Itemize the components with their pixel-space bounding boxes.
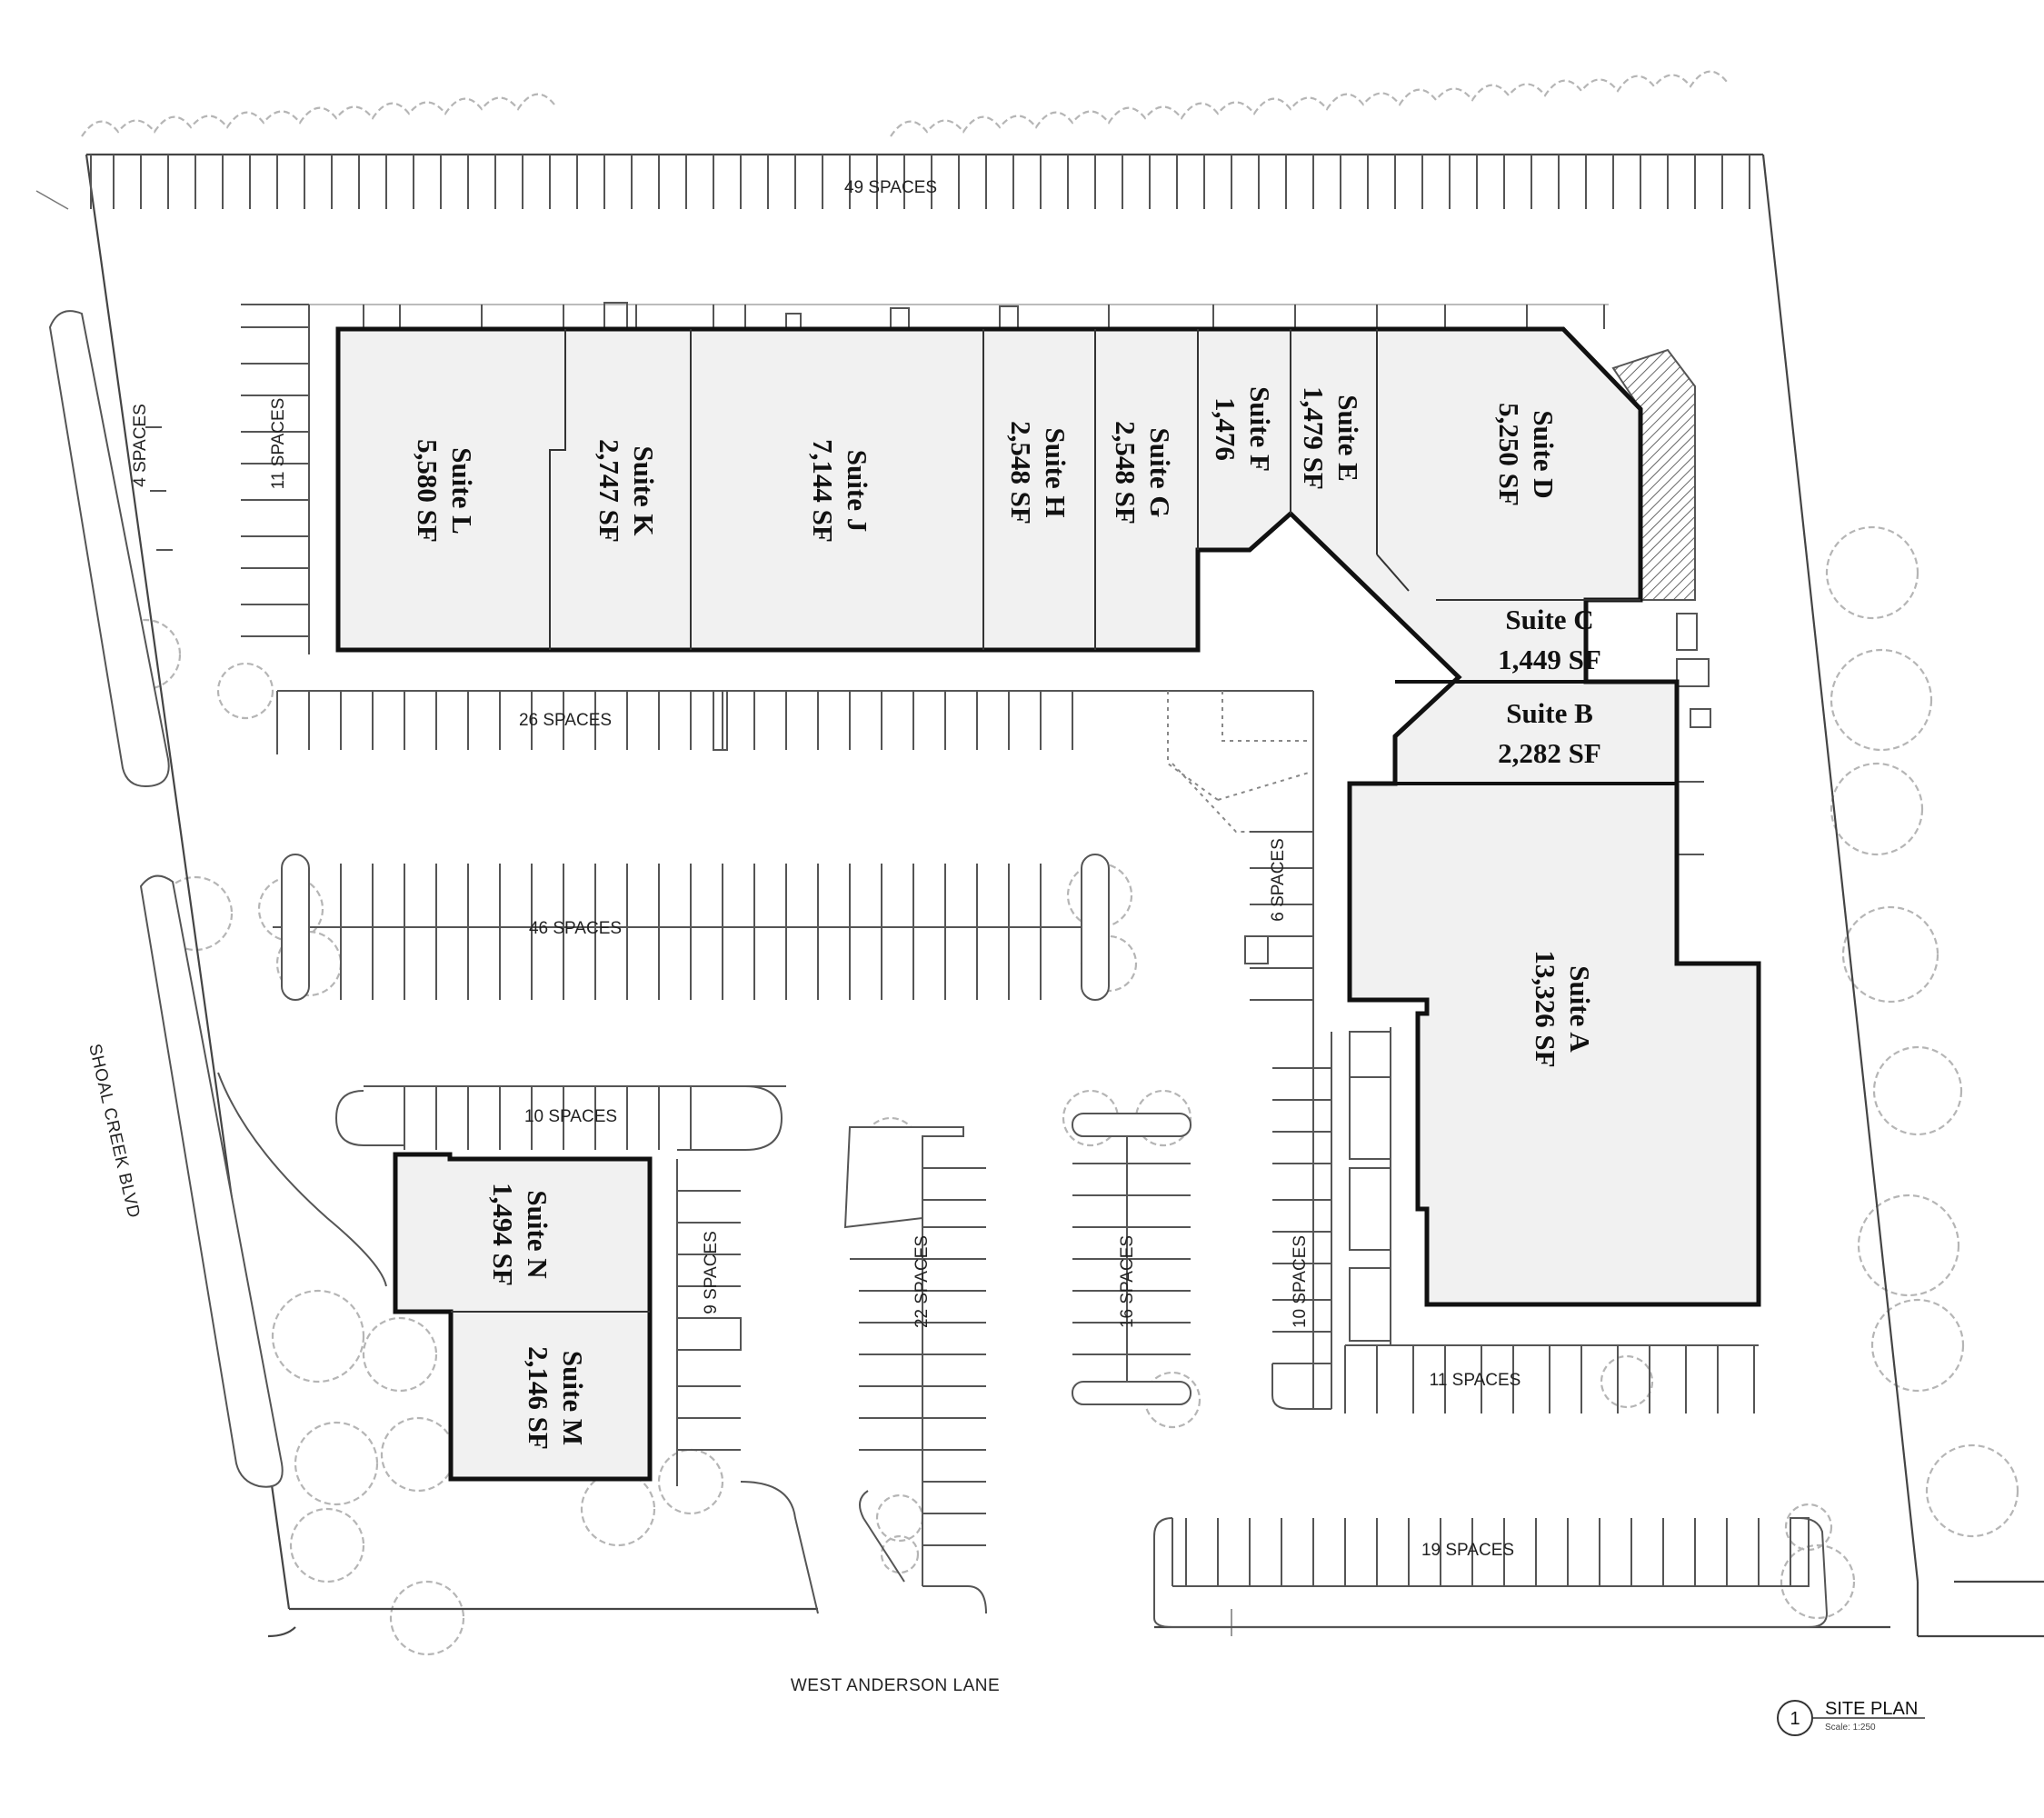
svg-text:Suite N: Suite N xyxy=(522,1190,553,1278)
suite-b-label: Suite B 2,282 SF xyxy=(1498,697,1601,769)
svg-text:Suite M: Suite M xyxy=(557,1351,589,1445)
label-center-drive: 6 SPACES xyxy=(1269,838,1288,922)
parking-north-row xyxy=(90,155,1750,209)
suite-m-label: Suite M 2,146 SF xyxy=(523,1346,589,1450)
parking-west-row xyxy=(145,304,310,654)
svg-text:2,282 SF: 2,282 SF xyxy=(1498,737,1601,769)
label-south-double-west: 22 SPACES xyxy=(912,1235,932,1328)
svg-text:Suite F: Suite F xyxy=(1244,386,1276,472)
parking-south-frontage-row xyxy=(1153,1517,1829,1628)
svg-text:1,494 SF: 1,494 SF xyxy=(487,1183,519,1286)
main-building xyxy=(335,326,1761,1307)
parking-south-double-row-mid xyxy=(1072,1113,1192,1405)
label-pad-north: 10 SPACES xyxy=(524,1107,617,1126)
svg-text:1,476: 1,476 xyxy=(1210,397,1241,461)
svg-text:1,479 SF: 1,479 SF xyxy=(1298,386,1330,490)
suite-k-label: Suite K 2,747 SF xyxy=(593,439,660,543)
label-west-strip: 4 SPACES xyxy=(131,404,150,487)
label-pad-east: 9 SPACES xyxy=(702,1231,721,1314)
suite-e-label: Suite E 1,479 SF xyxy=(1298,386,1364,490)
svg-text:Suite B: Suite B xyxy=(1506,697,1593,729)
suite-d-label: Suite D 5,250 SF xyxy=(1493,403,1560,506)
east-trees xyxy=(1825,525,2019,1538)
parking-labels: 49 SPACES 4 SPACES 11 SPACES 26 SPACES 4… xyxy=(131,178,1521,1560)
label-south-of-suite-a: 11 SPACES xyxy=(1430,1371,1521,1390)
label-south-frontage: 19 SPACES xyxy=(1421,1541,1514,1560)
svg-text:Suite J: Suite J xyxy=(842,450,873,532)
west-islands xyxy=(48,310,387,1488)
label-north-row: 49 SPACES xyxy=(844,178,937,197)
parking-center-drive-row xyxy=(1244,831,1313,1001)
road-label-west-anderson: WEST ANDERSON LANE xyxy=(791,1676,1000,1695)
road-label-shoal-creek: SHOAL CREEK BLVD xyxy=(85,1042,144,1220)
svg-text:2,146 SF: 2,146 SF xyxy=(523,1346,554,1450)
drawing-number: 1 xyxy=(1790,1709,1800,1729)
drawing-title: SITE PLAN xyxy=(1825,1699,1918,1719)
east-side-marks xyxy=(1676,613,1750,964)
suite-a-label: Suite A 13,326 SF xyxy=(1530,950,1596,1067)
svg-text:Suite H: Suite H xyxy=(1040,427,1072,517)
svg-text:Suite E: Suite E xyxy=(1332,395,1364,482)
suite-c-label: Suite C 1,449 SF xyxy=(1498,604,1601,675)
label-south-of-building: 26 SPACES xyxy=(519,711,612,730)
label-east-row: 10 SPACES xyxy=(1291,1235,1310,1328)
parking-pad-north-row xyxy=(334,1085,786,1151)
parking-center-double-row xyxy=(273,854,1110,1001)
svg-text:2,548 SF: 2,548 SF xyxy=(1110,421,1142,524)
label-west-row: 11 SPACES xyxy=(269,398,288,490)
suite-labels: Suite L 5,580 SF Suite K 2,747 SF Suite … xyxy=(412,386,1601,1450)
parking-east-row xyxy=(1271,1027,1391,1410)
landscape-trees xyxy=(81,70,2019,1656)
svg-text:2,747 SF: 2,747 SF xyxy=(593,439,625,543)
suite-f-label: Suite F 1,476 xyxy=(1210,386,1276,472)
svg-text:5,580 SF: 5,580 SF xyxy=(412,439,444,543)
drawing-scale: Scale: 1:250 xyxy=(1825,1723,1876,1733)
label-center-double-row: 46 SPACES xyxy=(529,919,622,938)
suite-l-label: Suite L 5,580 SF xyxy=(412,439,478,543)
svg-text:Suite G: Suite G xyxy=(1144,427,1176,517)
svg-text:Suite A: Suite A xyxy=(1564,965,1596,1053)
svg-text:13,326 SF: 13,326 SF xyxy=(1530,950,1561,1067)
svg-text:7,144 SF: 7,144 SF xyxy=(807,439,839,543)
parking-south-of-suite-a-row xyxy=(1344,1344,1759,1413)
suite-j-label: Suite J 7,144 SF xyxy=(807,439,873,543)
parking-rear-row xyxy=(250,302,1609,330)
north-hedge xyxy=(81,70,1728,137)
svg-text:Suite K: Suite K xyxy=(628,445,660,535)
svg-text:2,548 SF: 2,548 SF xyxy=(1005,421,1037,524)
suite-g-label: Suite G 2,548 SF xyxy=(1110,421,1176,524)
pad-building xyxy=(393,1152,653,1482)
svg-text:5,250 SF: 5,250 SF xyxy=(1493,403,1525,506)
suite-h-label: Suite H 2,548 SF xyxy=(1005,421,1072,524)
svg-text:Suite D: Suite D xyxy=(1528,410,1560,498)
parking-south-of-building-row xyxy=(276,690,1314,1409)
parking-pad-east-row xyxy=(676,1159,819,1614)
svg-text:Suite C: Suite C xyxy=(1505,604,1593,635)
parking-south-double-row-west xyxy=(843,1126,987,1614)
suite-n-label: Suite N 1,494 SF xyxy=(487,1183,553,1286)
svg-text:1,449 SF: 1,449 SF xyxy=(1498,644,1601,675)
drawing-title-block: 1 SITE PLAN Scale: 1:250 xyxy=(1777,1699,1925,1736)
label-south-double-mid: 16 SPACES xyxy=(1118,1235,1137,1328)
svg-text:Suite L: Suite L xyxy=(446,447,478,534)
